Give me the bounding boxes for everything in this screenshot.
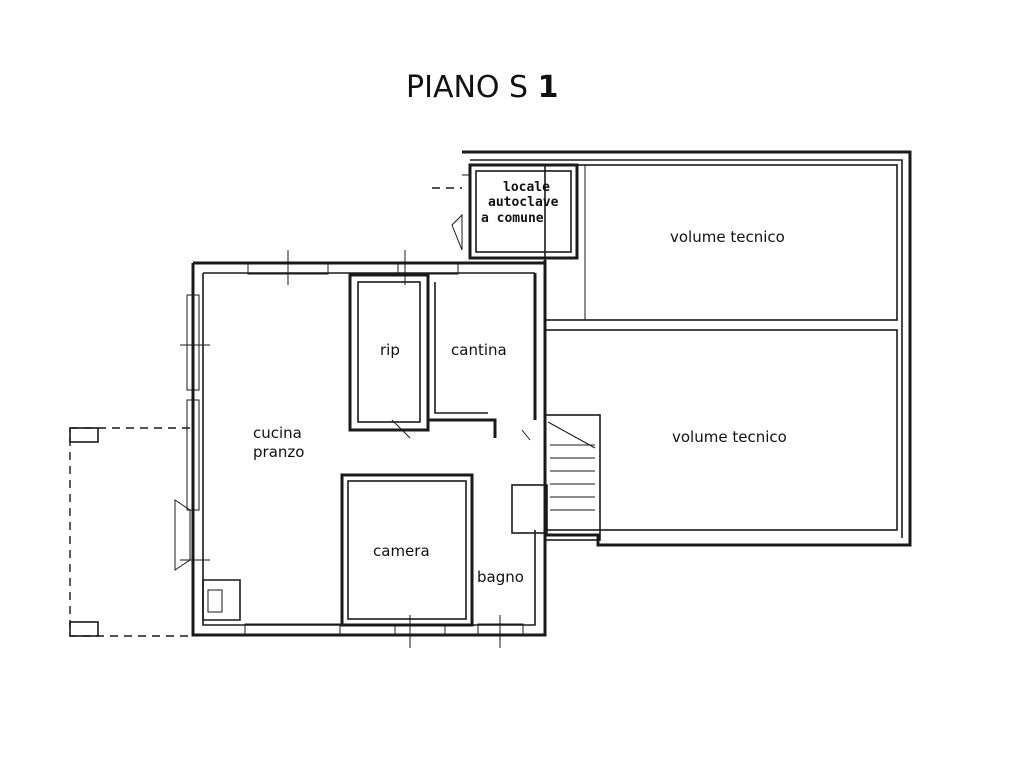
cantina-room [426, 275, 531, 441]
label-cucina: cucina [253, 424, 302, 442]
label-volume-tecnico-top: volume tecnico [670, 228, 785, 246]
label-locale-3: a comune [481, 211, 544, 226]
plan-title: PIANO S 1 [406, 70, 559, 105]
locale-autoclave [432, 163, 579, 260]
camera-room [340, 473, 474, 648]
label-pranzo: pranzo [253, 443, 304, 461]
label-bagno: bagno [477, 568, 524, 586]
label-locale-2: autoclave [488, 195, 559, 210]
label-cantina: cantina [451, 341, 507, 359]
label-rip: rip [380, 341, 400, 359]
bagno-room [470, 475, 524, 648]
label-volume-tecnico-bottom: volume tecnico [672, 428, 787, 446]
label-camera: camera [373, 542, 430, 560]
fireplace [202, 579, 241, 621]
bottom-windows [244, 623, 341, 637]
staircase [511, 414, 601, 541]
porch [69, 427, 194, 637]
label-locale-1: locale [503, 180, 550, 195]
left-windows [180, 294, 210, 561]
